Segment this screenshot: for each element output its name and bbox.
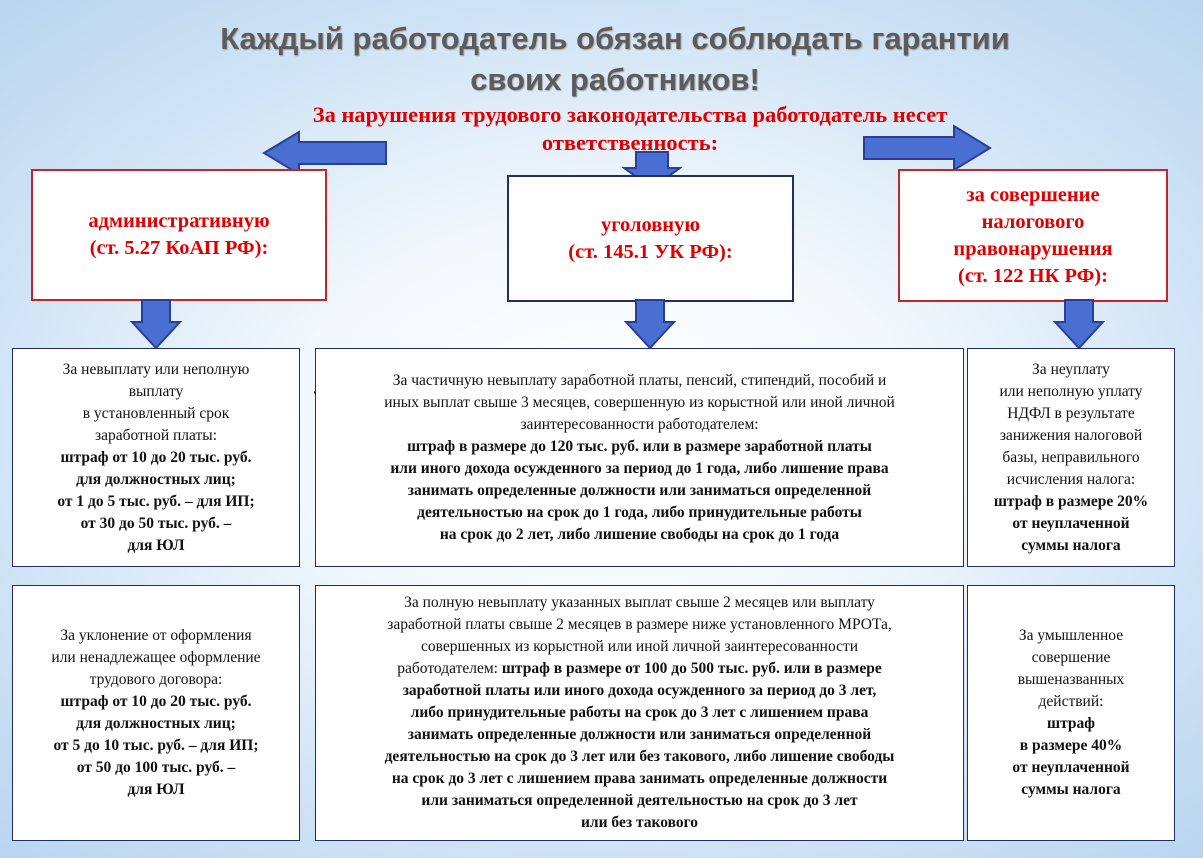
text-line: совершенных из корыстной или иной личной…: [420, 638, 859, 655]
penalty-line: занимать определенные должности или зани…: [407, 726, 872, 743]
penalty-line: от неуплаченной: [1012, 514, 1130, 532]
down-arrow-icon-left: [130, 299, 182, 350]
penalty-line: занимать определенные должности или зани…: [407, 481, 872, 499]
text-line: За невыплату или неполную: [62, 360, 250, 378]
category-line: (ст. 145.1 УК РФ):: [568, 240, 733, 263]
title-line-2: своих работников!: [470, 62, 760, 97]
text-fragment: работодателем:: [397, 660, 502, 677]
text-line: базы, неправильного: [1002, 448, 1140, 466]
category-criminal: уголовную (ст. 145.1 УК РФ):: [507, 175, 794, 302]
desc-tax-intentional: За умышленное совершение вышеназванных д…: [967, 585, 1175, 841]
category-administrative: административную (ст. 5.27 КоАП РФ):: [31, 169, 327, 301]
text-line: НДФЛ в результате: [1007, 404, 1135, 422]
page-title: Каждый работодатель обязан соблюдать гар…: [170, 18, 1060, 100]
penalty-line: заработной платы или иного дохода осужде…: [402, 682, 877, 699]
penalty-line: от неуплаченной: [1012, 759, 1130, 776]
penalty-line: суммы налога: [1021, 781, 1121, 798]
desc-criminal-full: За полную невыплату указанных выплат свы…: [315, 585, 964, 841]
penalty-line: для должностных лиц;: [76, 470, 236, 488]
penalty-line: для ЮЛ: [127, 781, 185, 798]
text-line: в установленный срок: [82, 404, 230, 422]
penalty-line: для должностных лиц;: [76, 715, 236, 732]
text-line: или неполную уплату: [999, 382, 1143, 400]
desc-admin-contract: За уклонение от оформления или ненадлежа…: [12, 585, 300, 841]
text-line: заработной платы:: [94, 426, 218, 444]
text-line: За уклонение от оформления: [60, 627, 252, 644]
penalty-line: от 1 до 5 тыс. руб. – для ИП;: [57, 492, 255, 510]
penalty-line: или без такового: [580, 814, 699, 831]
text-line: За неуплату: [1032, 360, 1110, 378]
penalty-line: от 5 до 10 тыс. руб. – для ИП;: [53, 737, 259, 754]
down-arrow-icon-center: [624, 299, 676, 350]
text-line: заработной платы свыше 2 месяцев в разме…: [387, 616, 892, 633]
penalty-line: штраф в размере 20%: [993, 492, 1149, 510]
text-line: иных выплат свыше 3 месяцев, совершенную…: [384, 393, 895, 411]
penalty-fragment: штраф в размере от 100 до 500 тыс. руб. …: [501, 660, 882, 677]
title-line-1: Каждый работодатель обязан соблюдать гар…: [220, 21, 1010, 56]
category-line: за совершение: [966, 183, 1100, 206]
text-line: занижения налоговой: [999, 426, 1143, 444]
penalty-line: штраф от 10 до 20 тыс. руб.: [60, 448, 252, 466]
text-line: заинтересованности работодателем:: [520, 415, 759, 433]
penalty-line: штраф: [1047, 715, 1095, 732]
penalty-line: деятельностью на срок до 1 года, либо пр…: [417, 503, 862, 521]
text-line: За частичную невыплату заработной платы,…: [392, 371, 887, 389]
penalty-line: штраф от 10 до 20 тыс. руб.: [60, 693, 252, 710]
text-line: трудового договора:: [89, 671, 223, 688]
penalty-line: или иного дохода осужденного за период д…: [390, 459, 889, 477]
right-arrow-icon: [863, 124, 992, 172]
text-line: выплату: [128, 382, 184, 400]
text-line: или ненадлежащее оформление: [51, 649, 261, 666]
desc-admin-nonpayment: За невыплату или неполную выплату в уста…: [12, 348, 300, 567]
category-line: правонарушения: [953, 237, 1113, 260]
category-line: (ст. 122 НК РФ):: [958, 264, 1108, 287]
category-line: административную: [88, 210, 270, 232]
penalty-line: на срок до 3 лет с лишением права занима…: [391, 770, 888, 787]
text-line: За полную невыплату указанных выплат свы…: [404, 594, 875, 611]
subtitle-line-2: ответственность:: [541, 130, 719, 155]
subtitle: За нарушения трудового законодательства …: [200, 101, 1060, 157]
penalty-line: от 30 до 50 тыс. руб. –: [80, 514, 232, 532]
category-line: уголовную: [600, 213, 701, 236]
penalty-line: или заниматься определенной деятельность…: [421, 792, 858, 809]
down-arrow-icon-right: [1053, 299, 1105, 350]
desc-tax-underpayment: За неуплату или неполную уплату НДФЛ в р…: [967, 348, 1175, 567]
desc-criminal-partial: За частичную невыплату заработной платы,…: [315, 348, 964, 567]
text-line: действий:: [1038, 693, 1104, 710]
mixed-line: работодателем: штраф в размере от 100 до…: [385, 658, 895, 680]
text-line: вышеназванных: [1017, 671, 1125, 688]
text-line: совершение: [1031, 649, 1111, 666]
category-tax: за совершение налогового правонарушения …: [898, 169, 1168, 302]
category-line: налогового: [981, 210, 1085, 233]
penalty-line: для ЮЛ: [127, 536, 185, 554]
penalty-line: штраф в размере до 120 тыс. руб. или в р…: [407, 437, 872, 455]
penalty-line: деятельностью на срок до 3 лет или без т…: [384, 748, 895, 765]
penalty-line: от 50 до 100 тыс. руб. –: [76, 759, 236, 776]
text-line: исчисления налога:: [1006, 470, 1136, 488]
penalty-line: суммы налога: [1021, 536, 1121, 554]
penalty-line: либо принудительные работы на срок до 3 …: [410, 704, 869, 721]
penalty-line: в размере 40%: [1019, 737, 1123, 754]
subtitle-line-1: За нарушения трудового законодательства …: [312, 102, 948, 127]
penalty-line: на срок до 2 лет, либо лишение свободы н…: [439, 525, 840, 543]
category-line: (ст. 5.27 КоАП РФ):: [89, 237, 269, 259]
text-line: За умышленное: [1018, 627, 1124, 644]
